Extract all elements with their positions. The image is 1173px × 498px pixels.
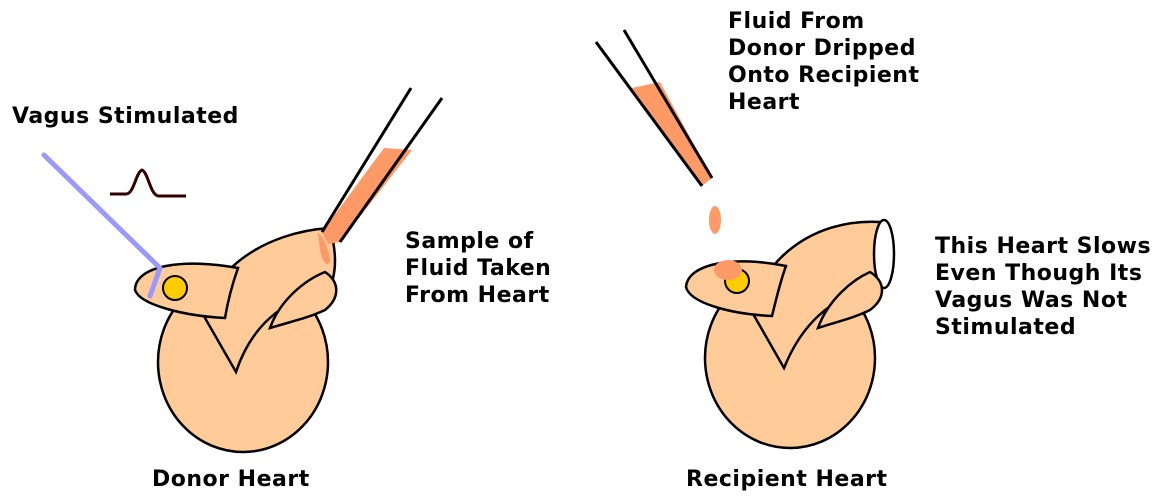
label-sample-taken-line: From Heart	[405, 282, 551, 309]
recipient-fluid-spot	[714, 260, 742, 280]
label-recipient-heart-text: Recipient Heart	[686, 466, 888, 493]
label-sample-taken-line: Sample of	[405, 228, 551, 255]
donor-sinus-node	[163, 276, 187, 300]
label-vagus-stimulated: Vagus Stimulated	[12, 103, 239, 130]
fluid-droplet	[709, 206, 721, 234]
recipient-heart	[686, 220, 894, 448]
label-fluid-dripped: Fluid From Donor Dripped Onto Recipient …	[728, 8, 920, 116]
label-donor-heart-text: Donor Heart	[152, 466, 310, 493]
label-heart-slows: This Heart Slows Even Though Its Vagus W…	[935, 233, 1151, 341]
label-fluid-dripped-line: Heart	[728, 89, 920, 116]
label-sample-taken-line: Fluid Taken	[405, 255, 551, 282]
label-vagus-stimulated-text: Vagus Stimulated	[12, 103, 239, 130]
donor-pipette-fluid	[322, 148, 412, 244]
label-heart-slows-line: Vagus Was Not	[935, 287, 1151, 314]
label-recipient-heart: Recipient Heart	[686, 466, 888, 493]
label-sample-taken: Sample of Fluid Taken From Heart	[405, 228, 551, 309]
action-potential-spike	[110, 170, 186, 196]
label-fluid-dripped-line: Fluid From	[728, 8, 920, 35]
label-heart-slows-line: Stimulated	[935, 314, 1151, 341]
label-donor-heart: Donor Heart	[152, 466, 310, 493]
label-fluid-dripped-line: Donor Dripped	[728, 35, 920, 62]
recipient-pipette-fluid	[632, 82, 712, 186]
label-heart-slows-line: Even Though Its	[935, 260, 1151, 287]
recipient-pipette	[596, 30, 712, 186]
label-fluid-dripped-line: Onto Recipient	[728, 62, 920, 89]
donor-heart	[135, 228, 336, 452]
label-heart-slows-line: This Heart Slows	[935, 233, 1151, 260]
donor-pipette	[322, 88, 442, 244]
